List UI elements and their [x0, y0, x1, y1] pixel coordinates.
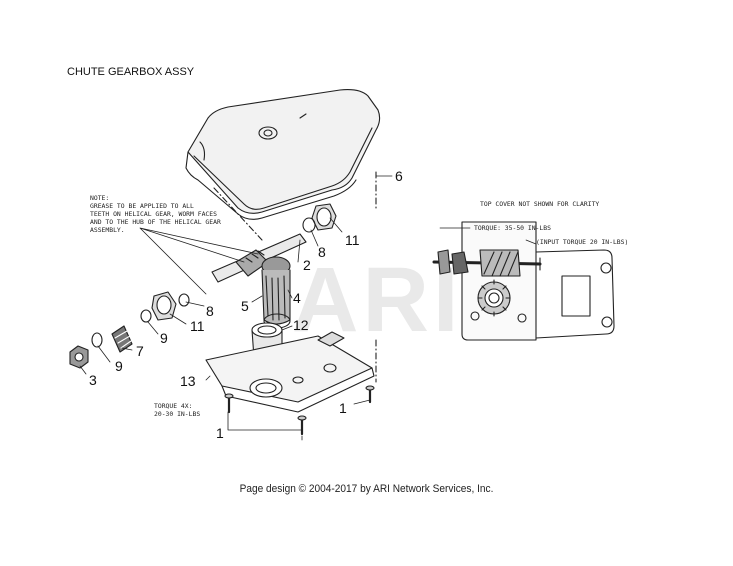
part-nut-3 — [69, 345, 89, 369]
footer-copyright: Page design © 2004-2017 by ARI Network S… — [239, 483, 494, 495]
callout-8-lower: 8 — [206, 303, 214, 319]
svg-text:20-30 IN-LBS: 20-30 IN-LBS — [154, 410, 200, 418]
input-torque-note: (INPUT TORQUE 20 IN-LBS) — [536, 238, 628, 246]
callout-12: 12 — [293, 317, 309, 333]
part-washer-9-left — [91, 332, 103, 348]
part-washer-9-right — [140, 309, 152, 323]
part-top-cover — [185, 89, 381, 220]
svg-text:TORQUE 4X:: TORQUE 4X: — [154, 402, 192, 410]
callout-13: 13 — [180, 373, 196, 389]
part-worm-shaft — [211, 233, 307, 283]
watermark: ARI — [292, 249, 463, 351]
part-helical-gear — [261, 256, 291, 329]
callout-11-lower: 11 — [190, 318, 205, 334]
part-base-plate — [205, 331, 375, 413]
callout-1-bottom: 1 — [216, 425, 224, 441]
callout-6: 6 — [395, 168, 403, 184]
callout-7: 7 — [136, 343, 144, 359]
callout-4: 4 — [293, 290, 301, 306]
svg-text:ASSEMBLY.: ASSEMBLY. — [90, 226, 125, 234]
part-screws — [224, 385, 375, 441]
callout-9-left: 9 — [115, 358, 123, 374]
callout-3: 3 — [89, 372, 97, 388]
leader-lines — [79, 175, 393, 405]
svg-text:NOTE:: NOTE: — [90, 194, 109, 202]
callout-5: 5 — [241, 298, 249, 314]
part-spring-7 — [111, 325, 133, 353]
part-bushing-11-upper — [311, 203, 337, 231]
callout-9-right: 9 — [160, 330, 168, 346]
page-title: CHUTE GEARBOX ASSY — [67, 66, 195, 78]
callout-8-upper: 8 — [318, 244, 326, 260]
inset-top-view — [432, 221, 615, 341]
part-washer-8-lower — [178, 293, 190, 307]
part-washer-8-upper — [302, 217, 316, 233]
callout-1-right: 1 — [339, 400, 347, 416]
part-bushing-11-lower — [151, 291, 177, 321]
torque-screws-note: TORQUE 4X: 20-30 IN-LBS — [154, 402, 200, 418]
torque-nut-note: TORQUE: 35-50 IN-LBS — [474, 224, 551, 232]
svg-text:TEETH ON HELICAL GEAR, WORM FA: TEETH ON HELICAL GEAR, WORM FACES — [90, 210, 217, 218]
svg-text:GREASE TO BE APPLIED TO ALL: GREASE TO BE APPLIED TO ALL — [90, 202, 194, 210]
grease-note: NOTE: GREASE TO BE APPLIED TO ALL TEETH … — [90, 194, 221, 234]
top-cover-note: TOP COVER NOT SHOWN FOR CLARITY — [480, 200, 599, 208]
svg-text:AND TO THE HUB OF THE HELICAL: AND TO THE HUB OF THE HELICAL GEAR — [90, 218, 221, 226]
callout-11-upper: 11 — [345, 232, 360, 248]
callout-2: 2 — [303, 257, 311, 273]
